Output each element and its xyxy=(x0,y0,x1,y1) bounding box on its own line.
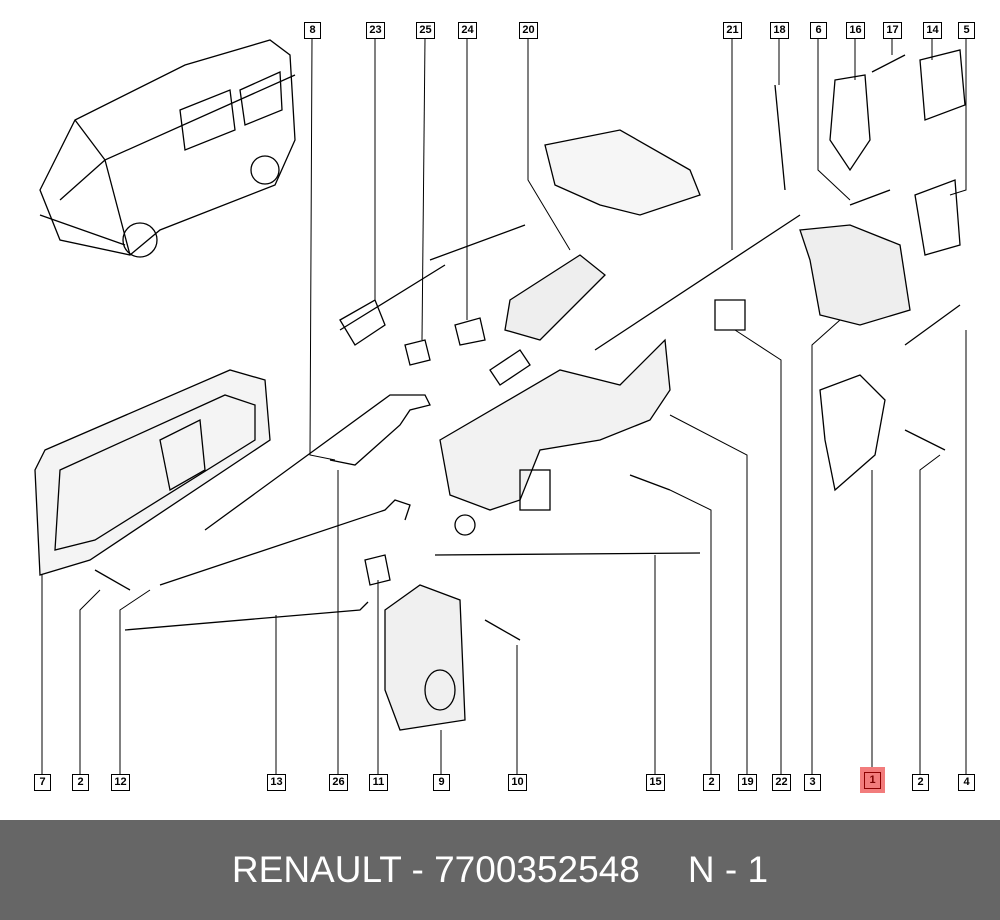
callout-5[interactable]: 5 xyxy=(958,22,975,39)
lock-mechanism xyxy=(439,254,671,536)
callout-14[interactable]: 14 xyxy=(923,22,942,39)
callout-18[interactable]: 18 xyxy=(770,22,789,39)
callout-10[interactable]: 10 xyxy=(508,774,527,791)
small-parts xyxy=(94,49,966,731)
leader-lines xyxy=(41,37,967,774)
callout-1-selected[interactable]: 1 xyxy=(864,772,881,789)
callout-9[interactable]: 9 xyxy=(433,774,450,791)
callout-8[interactable]: 8 xyxy=(304,22,321,39)
linkage-rods xyxy=(124,214,801,631)
van-illustration xyxy=(39,39,296,258)
callout-11[interactable]: 11 xyxy=(369,774,388,791)
interior-trim-panel xyxy=(34,369,271,576)
part-footer: RENAULT - 7700352548 N - 1 xyxy=(0,820,1000,920)
callout-7[interactable]: 7 xyxy=(34,774,51,791)
callout-20[interactable]: 20 xyxy=(519,22,538,39)
callout-6[interactable]: 6 xyxy=(810,22,827,39)
actuator-illustration xyxy=(544,129,701,216)
quantity-label: N - 1 xyxy=(687,849,769,890)
callout-23[interactable]: 23 xyxy=(366,22,385,39)
callout-12[interactable]: 12 xyxy=(111,774,130,791)
callout-2[interactable]: 2 xyxy=(912,774,929,791)
callout-3[interactable]: 3 xyxy=(804,774,821,791)
callout-19[interactable]: 19 xyxy=(738,774,757,791)
door-lock-parts-diagram xyxy=(34,37,967,774)
callout-2[interactable]: 2 xyxy=(72,774,89,791)
callout-4[interactable]: 4 xyxy=(958,774,975,791)
callout-2[interactable]: 2 xyxy=(703,774,720,791)
callout-26[interactable]: 26 xyxy=(329,774,348,791)
callout-13[interactable]: 13 xyxy=(267,774,286,791)
callout-25[interactable]: 25 xyxy=(416,22,435,39)
callout-22[interactable]: 22 xyxy=(772,774,791,791)
callout-15[interactable]: 15 xyxy=(646,774,665,791)
callout-17[interactable]: 17 xyxy=(883,22,902,39)
callout-24[interactable]: 24 xyxy=(458,22,477,39)
callout-21[interactable]: 21 xyxy=(723,22,742,39)
callout-16[interactable]: 16 xyxy=(846,22,865,39)
brand-part-number: RENAULT - 7700352548 xyxy=(231,849,640,890)
